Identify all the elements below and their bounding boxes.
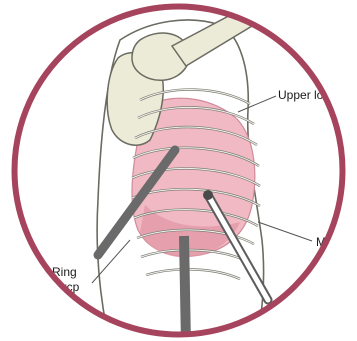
center-instrument bbox=[184, 236, 186, 341]
